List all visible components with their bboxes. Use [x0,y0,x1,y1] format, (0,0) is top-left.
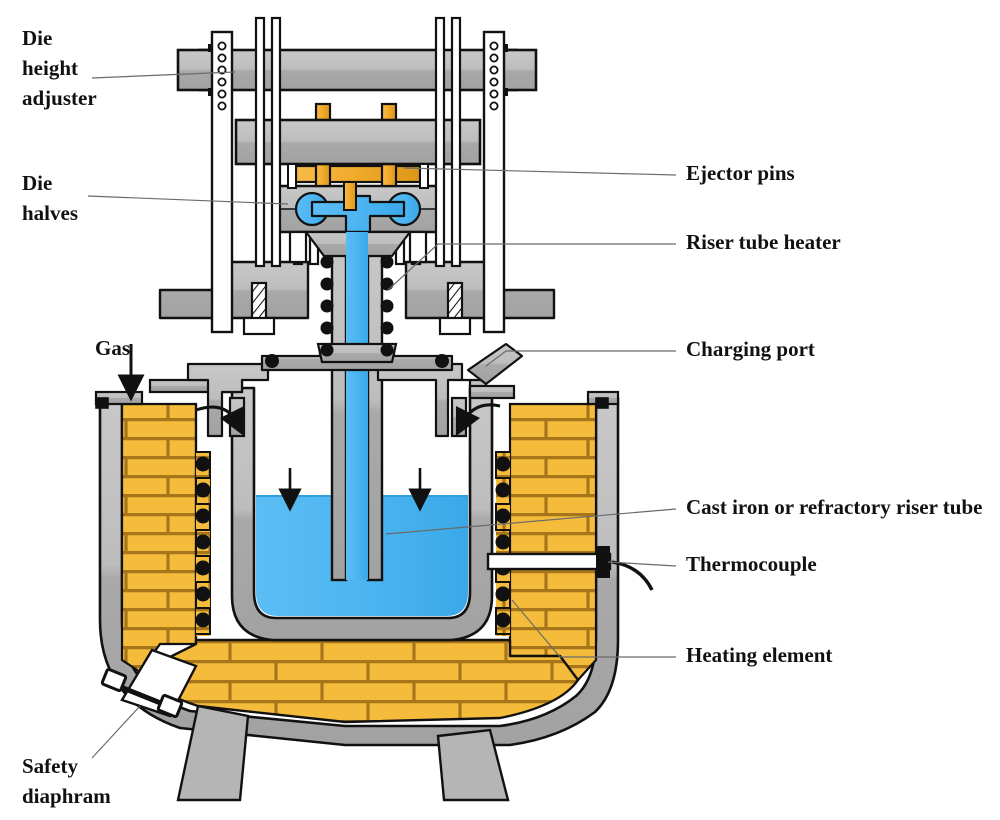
lid-seal-left [95,397,109,409]
riser-tube-right-wall [366,230,384,582]
die-height-adjuster-right [482,30,506,334]
label-line: Cast iron or refractory riser tube [686,495,982,519]
platen-hanger-left [287,163,297,189]
lid-plate-right [468,384,516,400]
crossbeam-end-left [176,48,216,92]
label-line: Thermocouple [686,552,817,576]
heating-element-left [195,456,211,628]
label-charging-port: Charging port [686,337,815,361]
safety-diaphram-clamp-upper [100,667,128,693]
guide-post-right-b [450,16,462,268]
lid-bracket-left [186,362,270,438]
label-heating-element: Heating element [686,643,832,667]
adjuster-holes-left [217,41,227,111]
label-die-halves: Die halves [22,171,78,225]
label-cast-iron-or-refractory-riser-tube: Cast iron or refractory riser tube [686,495,982,519]
thermocouple [486,546,654,591]
furnace-legs [176,704,510,802]
leader-ejector-pins [403,167,677,176]
die-leg-left [288,230,308,264]
thermocouple-gland [596,546,610,578]
heating-element-right [495,456,511,628]
clamp-nut-right [438,316,472,336]
lid-bracket-right [376,362,488,438]
label-line: Safety [22,754,78,778]
clamp-nut-left [242,316,276,336]
charge-arrow-right [455,403,501,437]
adjuster-column-right [482,30,506,334]
leader-die-halves [87,195,289,205]
label-riser-tube-heater: Riser tube heater [686,230,841,254]
riser-tube [330,230,384,582]
charging-port [195,342,524,438]
label-gas: Gas [95,336,130,360]
leader-heating-element [511,599,676,658]
label-safety-diaphram: Safety diaphram [22,754,111,808]
label-ejector-pins: Ejector pins [686,161,795,185]
riser-tube-metal-column [346,232,368,580]
die-height-adjuster-left [210,30,234,334]
guide-post-right-a [434,16,446,268]
brick-lining [120,402,598,724]
furnace-leg-left [176,704,250,802]
lid-bolt-left [265,354,279,368]
label-line: diaphram [22,784,111,808]
label-line: height [22,56,78,80]
leader-lines [87,71,677,759]
leader-charging-port [485,350,676,367]
label-line: Die [22,26,52,50]
label-line: Charging port [686,337,815,361]
leader-thermocouple [607,561,677,567]
top-crossbeam-body [198,48,518,92]
guide-post-left-b [270,16,282,268]
leader-riser-tube-heater [387,243,676,291]
leader-die-height-adjuster [91,71,236,79]
lid-seal-right [595,397,609,409]
brick-wall-left [120,402,198,674]
label-line: Riser tube heater [686,230,841,254]
label-line: Gas [95,336,130,360]
top-crossbeam [176,44,538,96]
guide-posts [254,16,462,268]
charge-arrow-left [195,405,245,437]
furnace-lid [94,342,620,438]
safety-diaphram [100,648,198,719]
furnace-leg-right [436,728,510,802]
charging-port-inlet [466,342,524,386]
adjuster-holes-right [489,41,499,111]
riser-collar [316,342,398,364]
lid-bolt-right [435,354,449,368]
riser-tube-left-wall [330,230,348,582]
guide-post-left-a [254,16,266,268]
ejector-crossbar [294,164,422,184]
ejector-stem-center [343,181,357,211]
platen-hanger-right [419,163,429,189]
leader-safety-diaphram [91,705,141,759]
sprue-channel [346,232,368,260]
label-line: halves [22,201,78,225]
crossbeam-end-right [498,48,538,92]
charging-port-right-chute [450,396,468,438]
thermocouple-probe [486,552,612,571]
label-line: Ejector pins [686,161,795,185]
pressure-arrows [278,468,432,512]
safety-diaphram-clamp-lower [156,693,184,719]
leader-cast-iron-or-refractory-riser-tube [385,508,677,535]
die-halves [274,184,442,264]
label-thermocouple: Thermocouple [686,552,817,576]
label-line: adjuster [22,86,97,110]
label-line: Heating element [686,643,832,667]
label-die-height-adjuster: Die height adjuster [22,26,97,110]
brick-wall-right [508,402,598,682]
adjuster-column-left [210,30,234,334]
label-line: Die [22,171,52,195]
